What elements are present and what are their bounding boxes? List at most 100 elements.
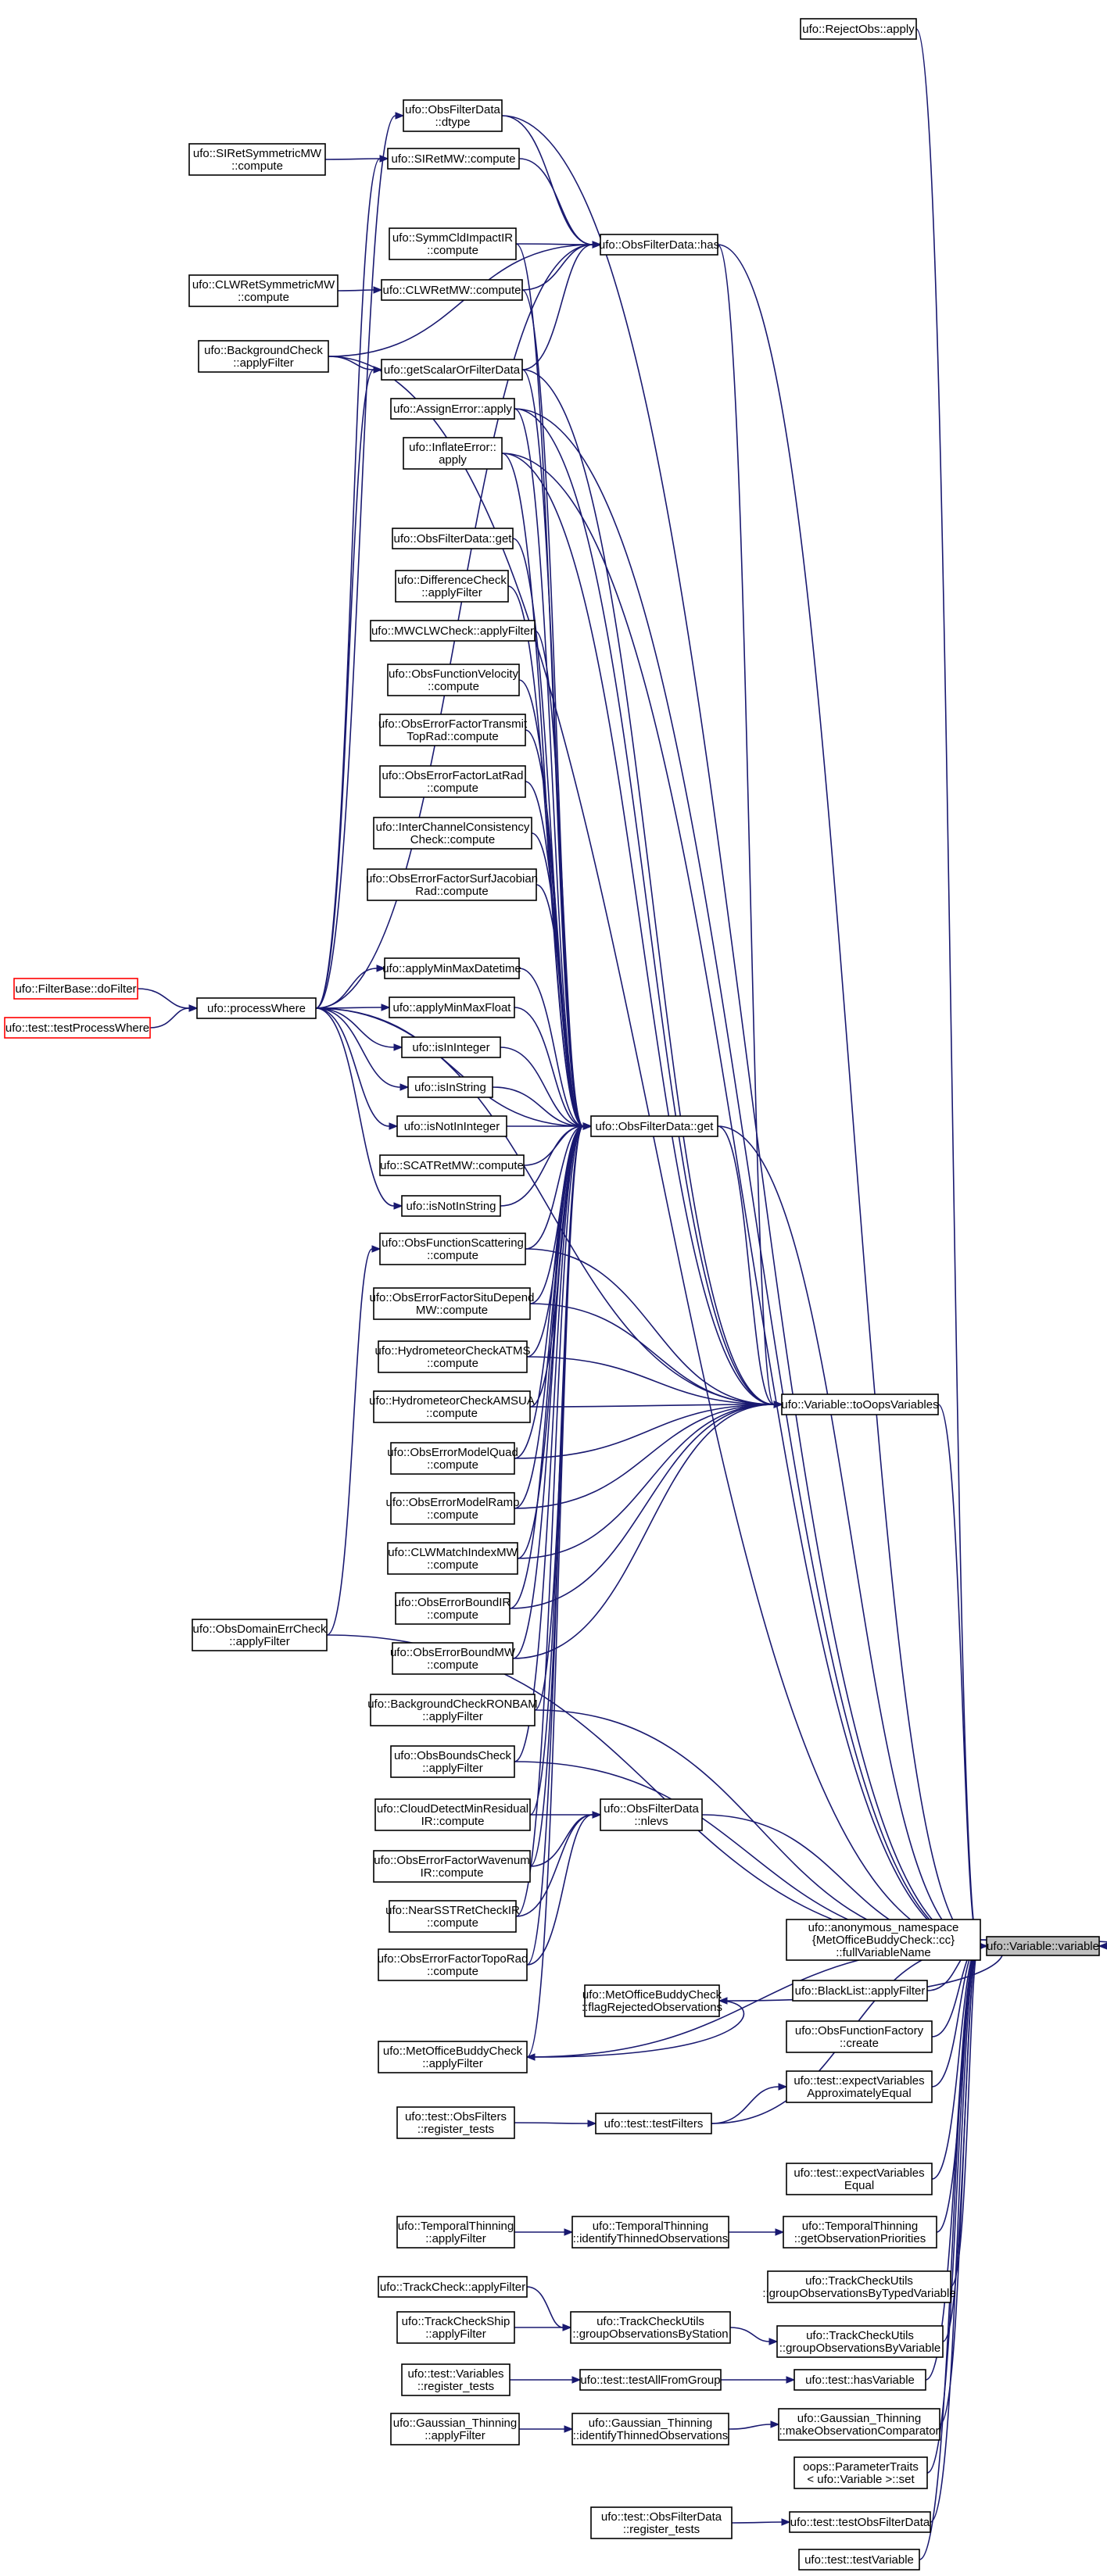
edge-ofd_has-to-tooops — [717, 244, 775, 1405]
edge-inflateerr-to-tooops — [501, 453, 775, 1405]
edge-getscalar-to-ofd_get — [521, 369, 584, 1127]
node-ofd_has[interactable]: ufo::ObsFilterData::has — [599, 234, 719, 256]
edge-getscalar-to-tooops — [521, 369, 775, 1405]
node-dofilter[interactable]: ufo::FilterBase::doFilter — [13, 978, 138, 1000]
node-trackcheck[interactable]: ufo::TrackCheck::applyFilter — [378, 2276, 528, 2298]
node-label: ufo::InflateError:: — [409, 441, 496, 454]
node-ofvel[interactable]: ufo::ObsFunctionVelocity::compute — [387, 664, 520, 696]
node-buddyflag[interactable]: ufo::MetOfficeBuddyCheck::flagRejectedOb… — [582, 1984, 722, 2017]
node-isnotinstr[interactable]: ufo::isNotInString — [401, 1195, 501, 1217]
node-oemramp[interactable]: ufo::ObsErrorModelRamp::compute — [386, 1492, 520, 1525]
node-box — [584, 1984, 720, 2017]
node-interchan[interactable]: ufo::InterChannelConsistencyCheck::compu… — [373, 817, 532, 850]
edge-arrowhead — [373, 366, 383, 374]
node-inflateerr[interactable]: ufo::InflateError::apply — [403, 437, 503, 470]
edge-arrowhead — [562, 2324, 572, 2331]
node-boundscheck[interactable]: ufo::ObsBoundsCheck::applyFilter — [390, 1745, 515, 1778]
node-obsfiltersreg[interactable]: ufo::test::ObsFilters::register_tests — [396, 2106, 515, 2139]
node-trackship[interactable]: ufo::TrackCheckShip::applyFilter — [396, 2311, 515, 2344]
node-tcuvar[interactable]: ufo::TrackCheckUtils::groupObservationsB… — [776, 2325, 944, 2358]
node-box — [395, 1592, 511, 1625]
node-siretmw[interactable]: ufo::SIRetMW::compute — [387, 148, 520, 170]
node-varsreg[interactable]: ufo::test::Variables::register_tests — [401, 2363, 511, 2396]
node-clwmatch[interactable]: ufo::CLWMatchIndexMW::compute — [387, 1542, 518, 1575]
node-oemquad[interactable]: ufo::ObsErrorModelQuad::compute — [387, 1442, 518, 1475]
node-diffcheck[interactable]: ufo::DifferenceCheck::applyFilter — [395, 570, 509, 603]
node-testvariable[interactable]: ufo::test::testVariable — [798, 2549, 920, 2571]
node-ttapply[interactable]: ufo::TemporalThinning::applyFilter — [396, 2216, 515, 2249]
node-processwhere[interactable]: ufo::processWhere — [196, 997, 317, 1019]
node-label: ufo::ObsFilterData — [405, 103, 500, 116]
node-siretsym[interactable]: ufo::SIRetSymmetricMW::compute — [188, 143, 326, 176]
node-oefsurf[interactable]: ufo::ObsErrorFactorSurfJacobianRad::comp… — [366, 868, 538, 901]
node-hydroatms[interactable]: ufo::HydrometeorCheckATMS::compute — [375, 1340, 531, 1373]
node-gtcomp[interactable]: ufo::Gaussian_Thinning::makeObservationC… — [778, 2408, 940, 2441]
node-label: ::compute — [427, 1965, 478, 1978]
node-tcustation[interactable]: ufo::TrackCheckUtils::groupObservationsB… — [570, 2311, 731, 2344]
node-isinint[interactable]: ufo::isInInteger — [401, 1036, 501, 1058]
node-label: ufo::SIRetSymmetricMW — [193, 147, 322, 160]
node-ofd_dtype[interactable]: ufo::ObsFilterData::dtype — [403, 99, 503, 132]
node-minmaxdt[interactable]: ufo::applyMinMaxDatetime — [382, 957, 521, 979]
node-testfilters[interactable]: ufo::test::testFilters — [595, 2113, 712, 2134]
node-tcutyped[interactable]: ufo::TrackCheckUtils::groupObservationsB… — [762, 2270, 956, 2303]
node-oeftopo[interactable]: ufo::ObsErrorFactorTopoRad::compute — [378, 1948, 528, 1981]
node-isinstr[interactable]: ufo::isInString — [407, 1076, 493, 1098]
node-testallgroup[interactable]: ufo::test::testAllFromGroup — [579, 2369, 722, 2391]
node-testofd[interactable]: ufo::test::testObsFilterData — [789, 2511, 931, 2533]
node-bgcheck[interactable]: ufo::BackgroundCheck::applyFilter — [198, 340, 329, 373]
node-oebmw[interactable]: ufo::ObsErrorBoundMW::compute — [390, 1642, 516, 1675]
node-anonfull[interactable]: ufo::anonymous_namespace{MetOfficeBuddyC… — [786, 1919, 981, 1961]
node-bgronbam[interactable]: ufo::BackgroundCheckRONBAM::applyFilter — [367, 1694, 538, 1726]
node-gtapply[interactable]: ufo::Gaussian_Thinning::applyFilter — [390, 2413, 520, 2445]
node-blacklist[interactable]: ufo::BlackList::applyFilter — [792, 1980, 928, 2002]
node-gtident[interactable]: ufo::Gaussian_Thinning::identifyThinnedO… — [571, 2413, 729, 2445]
node-box — [781, 1394, 939, 1415]
node-rejectobs[interactable]: ufo::RejectObs::apply — [800, 18, 917, 40]
node-ofscat[interactable]: ufo::ObsFunctionScattering::compute — [379, 1233, 526, 1265]
node-buddyapply[interactable]: ufo::MetOfficeBuddyCheck::applyFilter — [378, 2041, 528, 2073]
node-offactory[interactable]: ufo::ObsFunctionFactory::create — [786, 2020, 933, 2053]
node-clwretsym[interactable]: ufo::CLWRetSymmetricMW::compute — [188, 274, 339, 307]
edge-hydroamsua-to-tooops — [529, 1404, 775, 1408]
node-ttident[interactable]: ufo::TemporalThinning::identifyThinnedOb… — [571, 2216, 729, 2249]
node-getscalar[interactable]: ufo::getScalarOrFilterData — [381, 359, 523, 381]
node-tooops[interactable]: ufo::Variable::toOopsVariables — [781, 1394, 939, 1415]
node-label: ufo::NearSSTRetCheckIR — [385, 1904, 520, 1917]
node-var_variable[interactable]: ufo::Variable::variable — [986, 1936, 1100, 1956]
node-label: ufo::BlackList::applyFilter — [795, 1984, 926, 1998]
node-minmaxfl[interactable]: ufo::applyMinMaxFloat — [389, 996, 515, 1018]
node-expapprox[interactable]: ufo::test::expectVariablesApproximatelyE… — [786, 2070, 933, 2103]
node-box — [374, 1798, 531, 1831]
node-clwretmw[interactable]: ufo::CLWRetMW::compute — [381, 279, 523, 301]
node-ofd_get[interactable]: ufo::ObsFilterData::get — [590, 1115, 718, 1137]
node-isnotinint[interactable]: ufo::isNotInInteger — [396, 1115, 507, 1137]
edge-arrowhead — [564, 2425, 574, 2433]
node-oebir[interactable]: ufo::ObsErrorBoundIR::compute — [395, 1592, 511, 1625]
node-scatret[interactable]: ufo::SCATRetMW::compute — [379, 1154, 525, 1176]
node-hydroamsua[interactable]: ufo::HydrometeorCheckAMSUA::compute — [369, 1390, 535, 1423]
edge-rejectobs-to-var_variable — [915, 28, 980, 1947]
node-ofdreg[interactable]: ufo::test::ObsFilterData::register_tests — [590, 2506, 733, 2539]
node-mwclw[interactable]: ufo::MWCLWCheck::applyFilter — [370, 620, 536, 642]
node-hasvariable[interactable]: ufo::test::hasVariable — [794, 2369, 926, 2391]
node-box — [192, 1619, 328, 1651]
node-testpw[interactable]: ufo::test::testProcessWhere — [4, 1017, 151, 1039]
node-ofd_get2[interactable]: ufo::ObsFilterData::get — [392, 528, 514, 549]
node-label: ::register_tests — [623, 2523, 700, 2536]
edge-processwhere-to-tooops — [315, 1007, 775, 1405]
node-symmcld[interactable]: ufo::SymmCldImpactIR::compute — [389, 227, 517, 260]
node-paramtraits[interactable]: oops::ParameterTraits< ufo::Variable >::… — [794, 2456, 928, 2489]
node-domainerr[interactable]: ufo::ObsDomainErrCheck::applyFilter — [192, 1619, 328, 1651]
node-assignerr[interactable]: ufo::AssignError::apply — [390, 398, 515, 420]
node-ofd_nlevs[interactable]: ufo::ObsFilterData::nlevs — [600, 1798, 703, 1831]
node-oeflat[interactable]: ufo::ObsErrorFactorLatRad::compute — [379, 765, 526, 798]
node-label: ::identifyThinnedObservations — [573, 2429, 728, 2442]
node-ttprio[interactable]: ufo::TemporalThinning::getObservationPri… — [783, 2216, 937, 2249]
node-oeftrans[interactable]: ufo::ObsErrorFactorTransmitTopRad::compu… — [378, 714, 528, 746]
node-nearsst[interactable]: ufo::NearSSTRetCheckIR::compute — [385, 1900, 520, 1933]
